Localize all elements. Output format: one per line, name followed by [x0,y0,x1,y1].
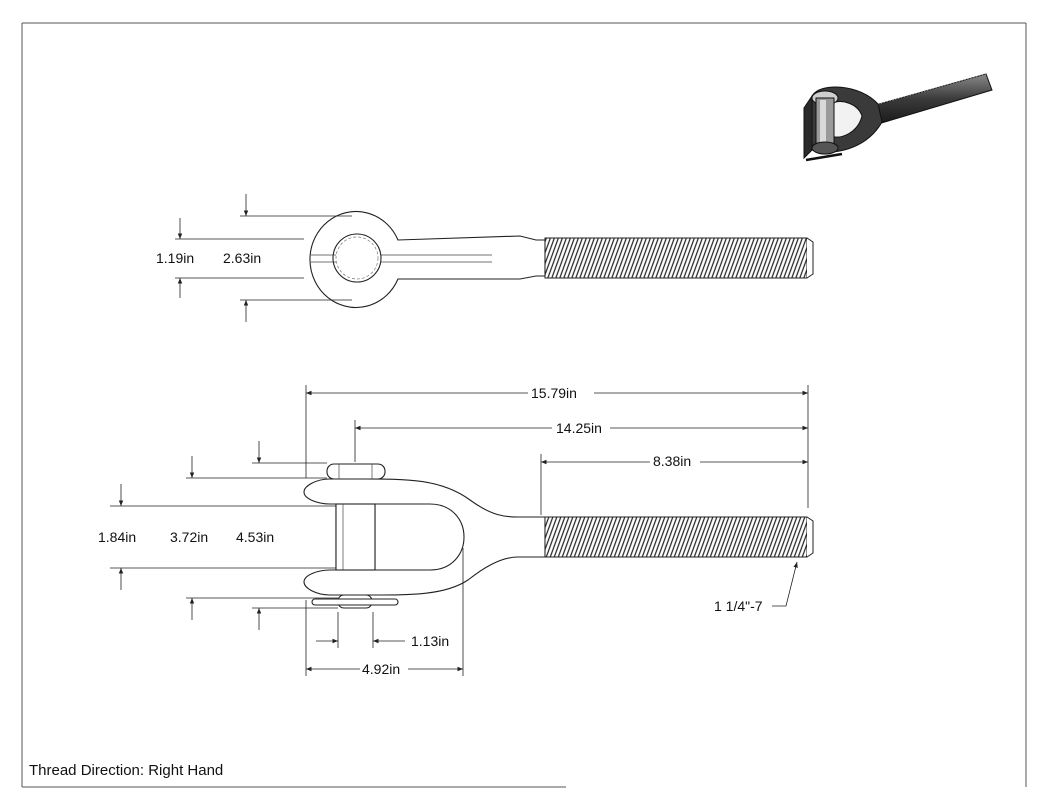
side-view: 15.79in 14.25in 8.38in 1.84in 3.72in 4.5… [98,385,814,677]
dim-jaw-depth: 4.92in [362,661,400,677]
side-thread [544,516,808,558]
dim-eye-od: 2.63in [223,250,261,266]
cotter-pin [311,598,399,606]
jaw-gap [374,503,465,571]
isometric-preview [803,73,993,162]
dim-jaw-inner: 1.84in [98,529,136,545]
dim-body-length: 14.25in [556,420,602,436]
top-view: 1.19in 2.63in [156,194,814,322]
eye-pin-hole [332,233,382,283]
eye-outline [309,210,546,309]
thread-callout: 1 1/4"-7 [714,598,763,614]
dim-thread-length: 8.38in [653,453,691,469]
dim-jaw-outer: 3.72in [170,529,208,545]
dim-overall: 15.79in [531,385,577,401]
dim-pin-dia: 1.19in [156,250,194,266]
dim-pin-length: 4.53in [236,529,274,545]
thread-direction-note: Thread Direction: Right Hand [29,762,223,779]
dim-pin-offset: 1.13in [411,633,449,649]
pin-body [335,503,376,571]
top-thread [544,237,808,279]
pin-head [326,463,386,480]
sheet-border [21,22,1027,788]
side-view-dimensions: 15.79in 14.25in 8.38in 1.84in 3.72in 4.5… [98,385,809,677]
top-view-dimensions: 1.19in 2.63in [156,194,352,322]
